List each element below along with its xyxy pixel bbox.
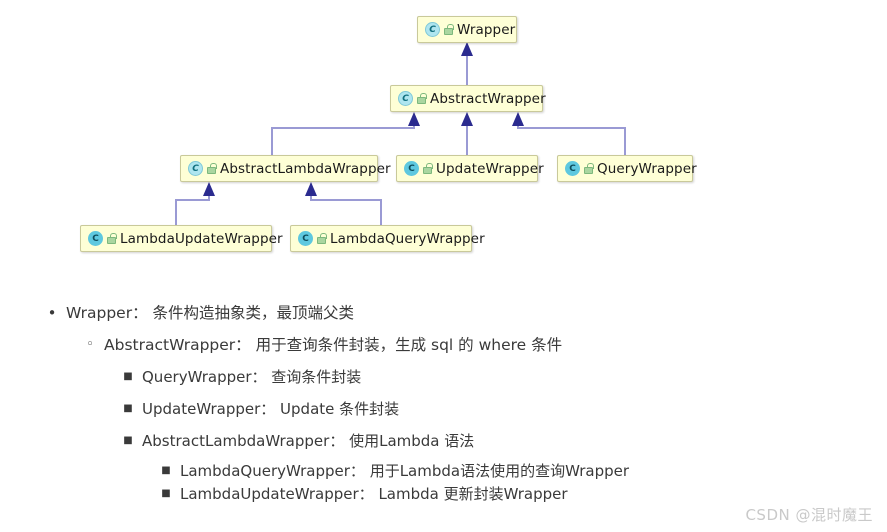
- class-icon: C: [425, 22, 440, 37]
- uml-node-label: AbstractWrapper: [430, 90, 546, 107]
- uml-arrowheads: [203, 42, 524, 196]
- padlock-icon: [207, 162, 217, 175]
- arrowhead-abstractwrapper-left: [408, 112, 420, 126]
- arrowhead-abstractlambda-left: [203, 182, 215, 196]
- arrowhead-wrapper: [461, 42, 473, 56]
- arrowhead-abstractwrapper-right: [512, 112, 524, 126]
- list-item: ■ LambdaUpdateWrapper： Lambda 更新封装Wrappe…: [158, 484, 887, 504]
- uml-node-lambda-query-wrapper[interactable]: C LambdaQueryWrapper: [290, 225, 485, 252]
- padlock-icon: [107, 232, 117, 245]
- class-icon: C: [404, 161, 419, 176]
- padlock-icon: [317, 232, 327, 245]
- bullet-marker: •: [47, 304, 57, 322]
- padlock-icon: [423, 162, 433, 175]
- class-icon: C: [398, 91, 413, 106]
- bullet-marker: ◦: [86, 337, 94, 352]
- uml-node-query-wrapper[interactable]: C QueryWrapper: [557, 155, 697, 182]
- uml-node-label: UpdateWrapper: [436, 160, 544, 177]
- bullet-marker: ■: [123, 435, 133, 446]
- class-icon: C: [565, 161, 580, 176]
- list-item: ◦ AbstractWrapper： 用于查询条件封装，生成 sql 的 whe…: [82, 335, 887, 355]
- uml-node-label: LambdaQueryWrapper: [330, 230, 485, 247]
- list-item-text: AbstractWrapper： 用于查询条件封装，生成 sql 的 where…: [104, 336, 563, 354]
- arrowhead-abstractlambda-right: [305, 182, 317, 196]
- uml-node-abstract-lambda-wrapper[interactable]: C AbstractLambdaWrapper: [180, 155, 391, 182]
- list-item-text: LambdaQueryWrapper： 用于Lambda语法使用的查询Wrapp…: [180, 462, 630, 480]
- padlock-icon: [444, 23, 454, 36]
- bullet-marker: ■: [161, 488, 171, 499]
- uml-node-lambda-update-wrapper[interactable]: C LambdaUpdateWrapper: [80, 225, 283, 252]
- list-item-text: Wrapper： 条件构造抽象类，最顶端父类: [66, 304, 355, 322]
- uml-node-label: AbstractLambdaWrapper: [220, 160, 391, 177]
- edge-abstractlambdawrapper-to-abstractwrapper: [271, 120, 415, 155]
- bullet-marker: ■: [123, 403, 133, 414]
- notes-list: • Wrapper： 条件构造抽象类，最顶端父类 ◦ AbstractWrapp…: [0, 292, 887, 504]
- bullet-marker: ■: [123, 371, 133, 382]
- class-icon: C: [188, 161, 203, 176]
- uml-node-label: QueryWrapper: [597, 160, 697, 177]
- class-icon: C: [298, 231, 313, 246]
- list-item: • Wrapper： 条件构造抽象类，最顶端父类: [44, 303, 887, 323]
- uml-node-label: LambdaUpdateWrapper: [120, 230, 283, 247]
- list-item: ■ UpdateWrapper： Update 条件封装: [120, 399, 887, 419]
- padlock-icon: [417, 92, 427, 105]
- list-item: ■ QueryWrapper： 查询条件封装: [120, 367, 887, 387]
- list-item-text: AbstractLambdaWrapper： 使用Lambda 语法: [142, 432, 475, 450]
- arrowhead-abstractwrapper-mid: [461, 112, 473, 126]
- list-item: ■ LambdaQueryWrapper： 用于Lambda语法使用的查询Wra…: [158, 461, 887, 481]
- bullet-marker: ■: [161, 465, 171, 476]
- uml-class-diagram: C Wrapper C AbstractWrapper C AbstractLa…: [80, 16, 697, 252]
- list-item-text: UpdateWrapper： Update 条件封装: [142, 400, 400, 418]
- uml-node-wrapper[interactable]: C Wrapper: [417, 16, 517, 43]
- edge-querywrapper-to-abstractwrapper: [517, 120, 626, 155]
- uml-node-label: Wrapper: [457, 21, 516, 38]
- list-item-text: QueryWrapper： 查询条件封装: [142, 368, 362, 386]
- list-item: ■ AbstractLambdaWrapper： 使用Lambda 语法: [120, 431, 887, 451]
- list-item-text: LambdaUpdateWrapper： Lambda 更新封装Wrapper: [180, 485, 568, 503]
- watermark: CSDN @混时魔王: [745, 506, 873, 524]
- edge-lambdaquerywrapper-to-abstractlambdawrapper: [310, 190, 382, 225]
- uml-node-update-wrapper[interactable]: C UpdateWrapper: [396, 155, 544, 182]
- uml-node-abstract-wrapper[interactable]: C AbstractWrapper: [390, 85, 546, 112]
- class-icon: C: [88, 231, 103, 246]
- padlock-icon: [584, 162, 594, 175]
- uml-connector-layer: [175, 42, 626, 225]
